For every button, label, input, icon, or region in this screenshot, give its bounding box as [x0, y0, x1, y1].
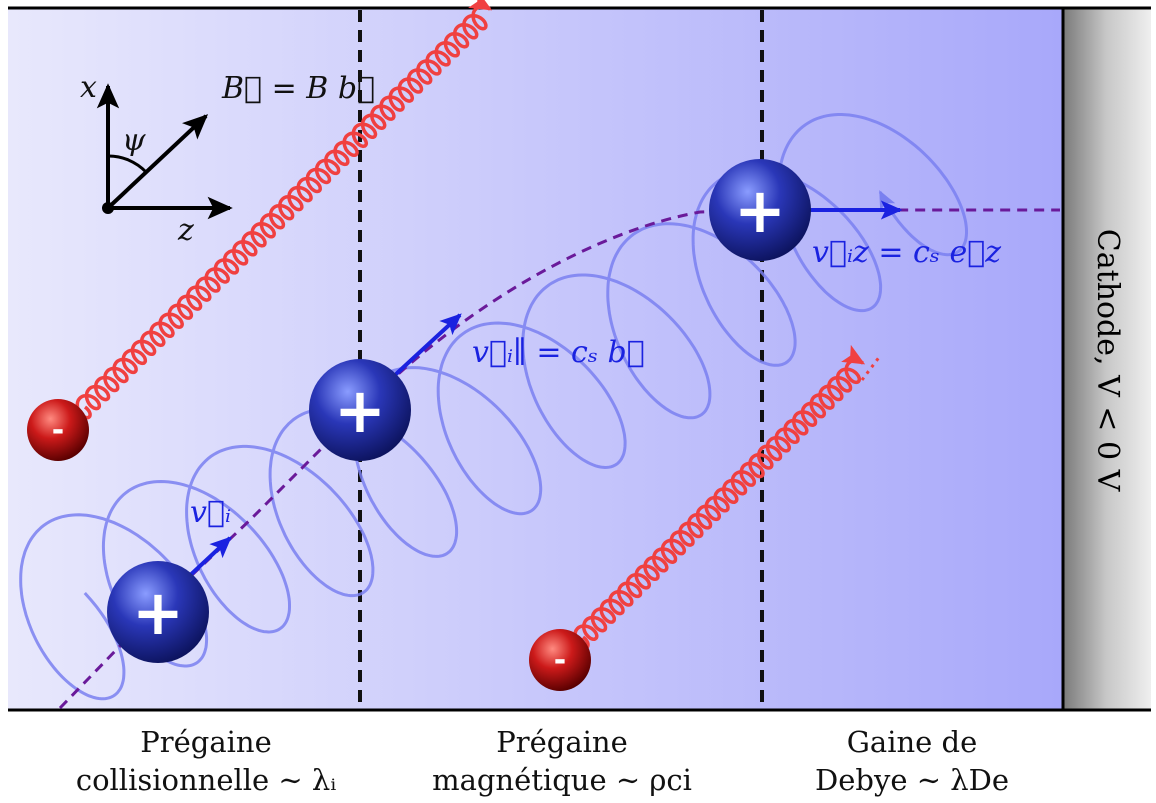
- x-axis-label: x: [80, 70, 97, 105]
- svg-text:+: +: [132, 576, 184, 649]
- region-debye-line2: Debye ∼ λDe: [815, 763, 1009, 797]
- electron-gyration-helix-top: [75, 0, 493, 420]
- velocity-vi-label: v⃗ᵢ: [190, 495, 231, 530]
- region-magnetic-line1: Prégaine: [496, 725, 628, 759]
- svg-text:+: +: [334, 374, 386, 447]
- ion-particle: +: [309, 359, 411, 461]
- velocity-viz-label: v⃗ᵢz = cₛ e⃗z: [812, 235, 1001, 270]
- region-collisional-line1: Prégaine: [140, 725, 272, 759]
- psi-angle-label: ψ: [122, 123, 146, 158]
- cathode-wall: [1063, 8, 1151, 710]
- electron-gyration-helix-bottom: [573, 344, 866, 650]
- ion-particle: +: [107, 561, 209, 663]
- svg-text:-: -: [52, 413, 64, 448]
- electron-particle: -: [27, 399, 89, 461]
- electron-particle: -: [529, 629, 591, 691]
- z-axis-label: z: [177, 213, 194, 248]
- cathode-label: Cathode, V < 0 V: [1090, 229, 1125, 493]
- magnetic-field-label: B⃗ = B b⃗: [221, 71, 375, 106]
- ion-particle: +: [709, 159, 811, 261]
- region-collisional-line2: collisionnelle ∼ λᵢ: [76, 763, 336, 797]
- velocity-vi-par-arrow: [393, 313, 462, 377]
- velocity-vi-par-label: v⃗ᵢ∥ = cₛ b⃗: [472, 335, 645, 370]
- region-magnetic-line2: magnétique ∼ ρci: [432, 763, 692, 797]
- svg-text:-: -: [554, 643, 566, 678]
- electron-tail-dots: [860, 355, 882, 381]
- velocity-vi-arrow: [183, 536, 232, 582]
- svg-text:+: +: [734, 174, 786, 247]
- coordinate-axes: [96, 83, 233, 220]
- ion-trajectory: [58, 208, 1060, 710]
- region-debye-line1: Gaine de: [847, 725, 978, 759]
